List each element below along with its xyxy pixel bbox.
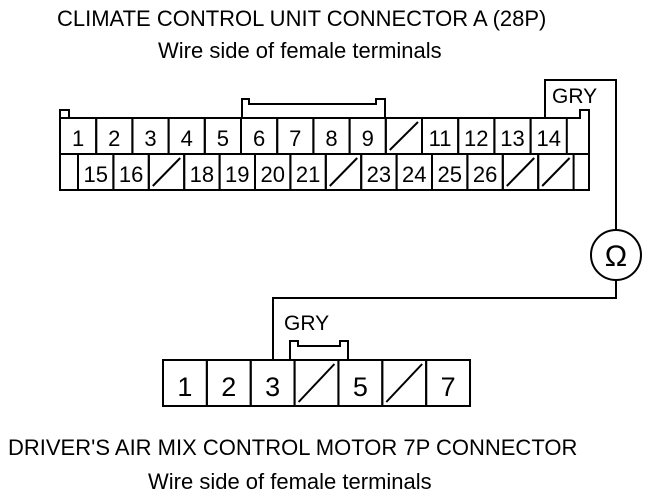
connector-a-pin-label: 23: [367, 162, 391, 187]
wire-top: [272, 79, 617, 360]
connector-a-pin-label: 3: [144, 126, 156, 151]
motor-pin-3: 3: [249, 359, 296, 407]
connector-a-pin-label: 2: [108, 126, 120, 151]
motor-pin-label: 3: [265, 372, 280, 402]
connector-a-pin-label: 18: [190, 162, 214, 187]
connector-a-pin-blank-12: [501, 153, 540, 191]
connector-a-row2: 15 16 18 19 20 21 23 24 25 26: [77, 153, 575, 191]
connector-a-pin-blank-7: [324, 153, 363, 191]
connector-a-pin-15: 15: [77, 153, 115, 191]
motor-pin-cell: [425, 359, 472, 407]
connector-a-pin-24: 24: [395, 153, 434, 191]
connector-a-pin-label: 20: [260, 162, 284, 187]
connector-a-pin-label: 24: [402, 162, 426, 187]
connector-a-pin-cell: [537, 153, 575, 191]
connector-a-pin-blank-slash: [329, 157, 358, 187]
motor-connector-title: DRIVER'S AIR MIX CONTROL MOTOR 7P CONNEC…: [8, 435, 577, 460]
connector-a-pin-13: 13: [493, 117, 532, 155]
connector-a-pin-11: 11: [421, 117, 460, 155]
connector-a-pin-label: 21: [296, 162, 320, 187]
connector-a-pin-blank-slash: [389, 121, 419, 151]
wire-top-color-label: GRY: [552, 85, 597, 108]
connector-a-pin-label: 6: [253, 126, 265, 151]
wire-bottom-line: [272, 281, 617, 360]
connector-a-pin-label: 26: [473, 162, 497, 187]
motor-pin-7: 7: [425, 359, 472, 407]
connector-a-pin-21: 21: [289, 153, 327, 191]
connector-a-pin-blank-slash: [152, 157, 181, 187]
connector-a-pin-23: 23: [360, 153, 398, 191]
motor-connector-latch: [289, 340, 349, 360]
motor-pin-blank-3: [293, 359, 340, 407]
motor-pin-2: 2: [205, 359, 252, 407]
connector-a-pin-19: 19: [218, 153, 257, 191]
connector-a-pin-label: 16: [119, 162, 143, 187]
motor-pin-blank-slash: [385, 363, 423, 403]
motor-pin-blank-slash: [297, 363, 336, 403]
connector-a-pin-label: 19: [225, 162, 249, 187]
motor-pin-label: 2: [221, 372, 236, 402]
ohm-icon: Ω: [605, 240, 627, 273]
connector-a-pin-5: 5: [203, 117, 243, 155]
connector-a-pin-label: 14: [536, 126, 560, 151]
connector-a-pin-26: 26: [466, 153, 504, 191]
motor-pin-5: 5: [337, 359, 384, 407]
connector-a-pin-6: 6: [240, 117, 279, 155]
connector-a-pin-20: 20: [254, 153, 292, 191]
connector-a-pin-blank-2: [147, 153, 186, 191]
connector-a-subtitle: Wire side of female terminals: [158, 38, 442, 63]
connector-a-pin-9: 9: [348, 117, 387, 155]
connector-a-pin-label: 15: [83, 162, 107, 187]
connector-a-pin-label: 4: [181, 126, 193, 151]
connector-a-pin-label: 9: [362, 126, 374, 151]
motor-pin-blank-5: [381, 359, 428, 407]
connector-a-pin-label: 7: [289, 126, 301, 151]
connector-a-pin-label: 1: [72, 126, 84, 151]
connector-a-pin-4: 4: [167, 117, 206, 155]
motor-connector: [162, 340, 471, 407]
connector-a-pin-label: 25: [437, 162, 461, 187]
connector-a-pin-blank-13: [537, 153, 575, 191]
wire-bottom-color-label: GRY: [284, 312, 329, 335]
motor-pin-label: 1: [177, 372, 192, 402]
connector-a-pin-1: 1: [59, 117, 98, 155]
connector-a-pin-blank-9: [384, 117, 423, 155]
connector-a-pin-label: 13: [500, 126, 524, 151]
connector-a-pin-12: 12: [457, 117, 496, 155]
connector-a-pin-14: 14: [529, 117, 568, 155]
motor-connector-subtitle: Wire side of female terminals: [148, 469, 432, 494]
connector-a-pin-label: 8: [325, 126, 337, 151]
motor-pin-label: 7: [441, 372, 456, 402]
motor-pin-label: 5: [353, 372, 368, 402]
connector-a-pin-label: 11: [429, 126, 452, 151]
connector-a-pin-18: 18: [183, 153, 221, 191]
connector-a-pin-8: 8: [312, 117, 351, 155]
connector-a-pin-label: 5: [217, 126, 229, 151]
connector-a-latch: [241, 98, 386, 118]
connector-a-pin-2: 2: [95, 117, 134, 155]
connector-a-pin-16: 16: [112, 153, 150, 191]
connector-a-pin-blank-slash: [541, 157, 571, 187]
connector-a-pin-25: 25: [431, 153, 469, 191]
connector-a-pin-3: 3: [131, 117, 170, 155]
wire-top-line: [544, 79, 617, 229]
connector-a-pin-blank-slash: [506, 157, 535, 187]
connector-a-pin-label: 12: [464, 126, 488, 151]
motor-pin-1: 1: [162, 359, 208, 407]
connector-a-title: CLIMATE CONTROL UNIT CONNECTOR A (28P): [57, 6, 546, 31]
ohmmeter: Ω: [590, 229, 642, 281]
ohmmeter-circle: [590, 229, 642, 281]
connector-a-pin-7: 7: [276, 117, 315, 155]
